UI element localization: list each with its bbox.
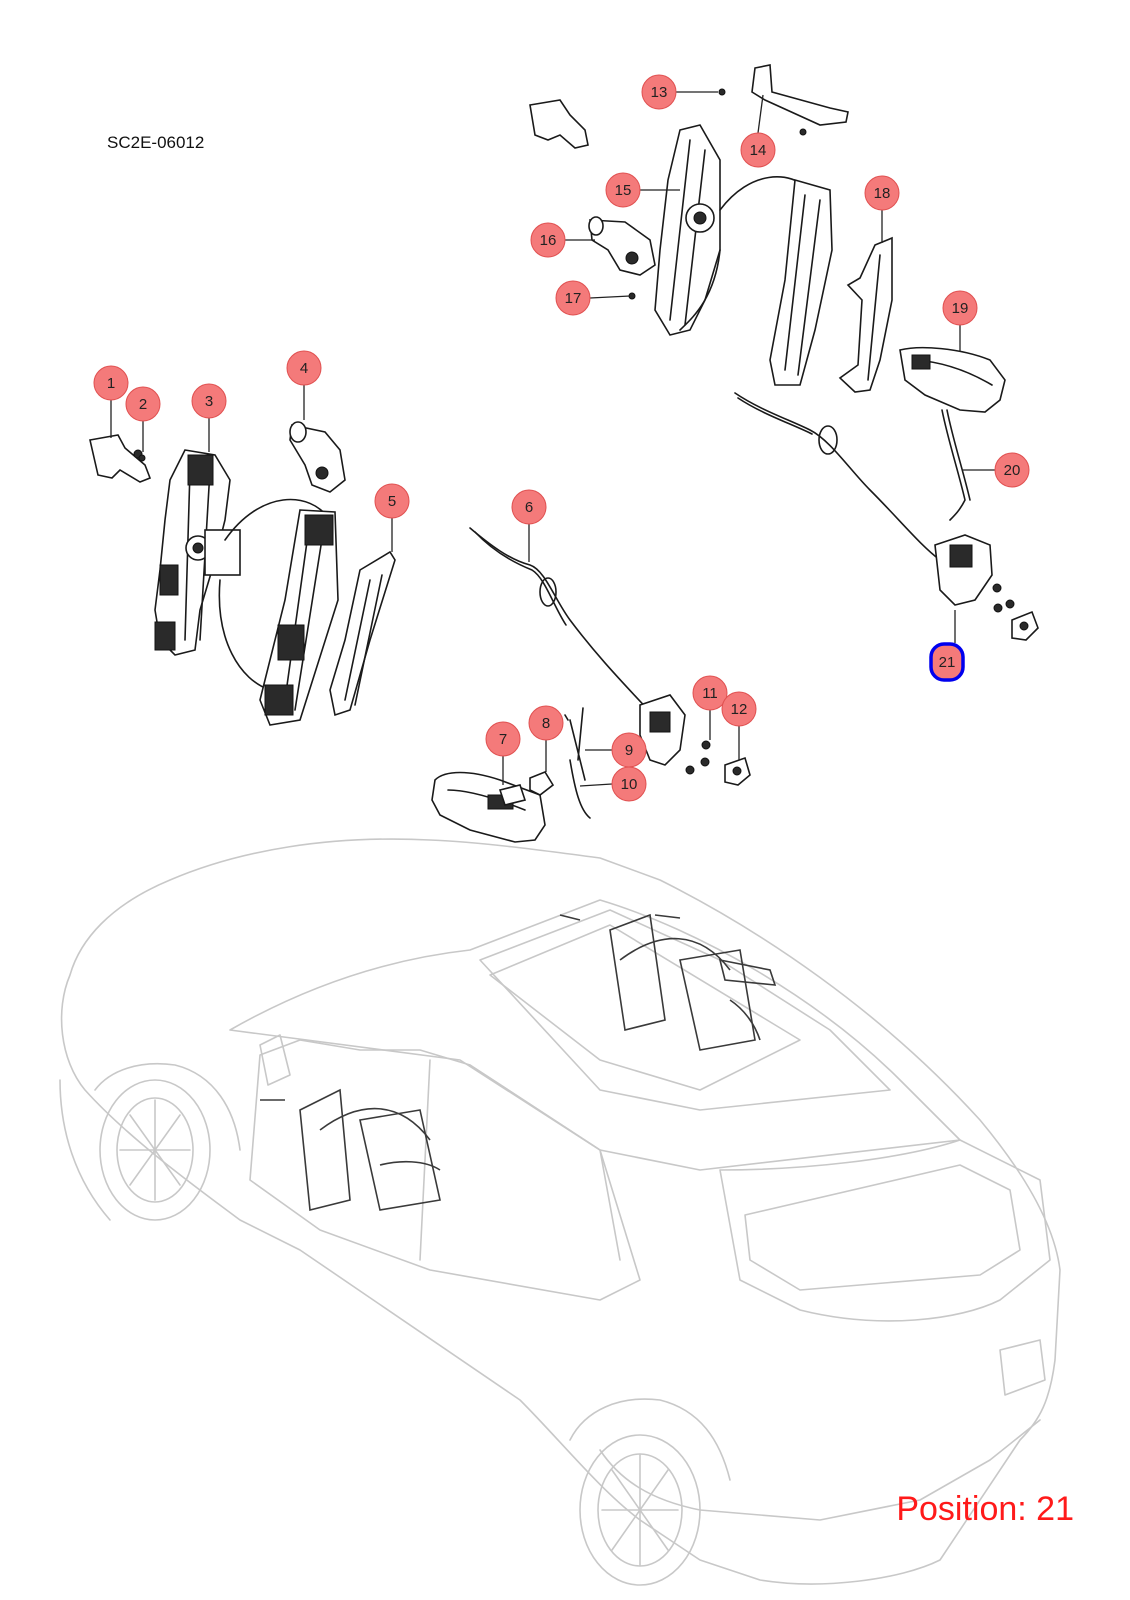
callout-label: 13 xyxy=(651,84,668,101)
callout-label: 5 xyxy=(388,493,396,510)
callout-12[interactable]: 12 xyxy=(721,691,757,727)
front-latch-parts xyxy=(431,527,751,843)
callout-label: 19 xyxy=(952,300,969,317)
callout-8[interactable]: 8 xyxy=(528,705,564,741)
callout-19[interactable]: 19 xyxy=(942,290,978,326)
callout-6[interactable]: 6 xyxy=(511,489,547,525)
callout-14[interactable]: 14 xyxy=(740,132,776,168)
callouts: 1 2 3 4 5 6 7 8 9 10 11 12 13 14 15 16 1… xyxy=(93,74,1030,802)
leader-lines xyxy=(110,91,995,787)
callout-label: 4 xyxy=(300,360,308,377)
callout-16[interactable]: 16 xyxy=(530,222,566,258)
callout-label: 14 xyxy=(750,142,767,159)
callout-label: 9 xyxy=(625,742,633,759)
callout-label: 21 xyxy=(939,654,956,671)
callout-label: 1 xyxy=(107,375,115,392)
callout-label: 8 xyxy=(542,715,550,732)
callout-label: 12 xyxy=(731,701,748,718)
callout-label: 15 xyxy=(615,182,632,199)
callout-2[interactable]: 2 xyxy=(125,386,161,422)
callout-10[interactable]: 10 xyxy=(611,766,647,802)
position-indicator: Position: 21 xyxy=(896,1490,1074,1528)
callout-label: 6 xyxy=(525,499,533,516)
callout-13[interactable]: 13 xyxy=(641,74,677,110)
callout-label: 11 xyxy=(702,685,718,702)
callout-17[interactable]: 17 xyxy=(555,280,591,316)
callout-label: 7 xyxy=(499,731,507,748)
callout-15[interactable]: 15 xyxy=(605,172,641,208)
diagram-code: SC2E-06012 xyxy=(107,133,205,152)
callout-label: 20 xyxy=(1004,462,1021,479)
callout-label: 16 xyxy=(540,232,557,249)
rear-door-parts xyxy=(529,64,1039,641)
callout-label: 3 xyxy=(205,393,213,410)
vehicle-outline xyxy=(59,838,1061,1586)
callout-11[interactable]: 11 xyxy=(692,675,728,711)
callout-20[interactable]: 20 xyxy=(994,452,1030,488)
callout-9[interactable]: 9 xyxy=(611,732,647,768)
callout-4[interactable]: 4 xyxy=(286,350,322,386)
callout-label: 17 xyxy=(565,290,582,307)
callout-18[interactable]: 18 xyxy=(864,175,900,211)
callout-label: 18 xyxy=(874,185,891,202)
callout-21-selected[interactable]: 21 xyxy=(929,642,965,682)
front-door-parts xyxy=(89,421,396,726)
callout-3[interactable]: 3 xyxy=(191,383,227,419)
callout-7[interactable]: 7 xyxy=(485,721,521,757)
callout-1[interactable]: 1 xyxy=(93,365,129,401)
callout-label: 2 xyxy=(139,396,147,413)
callout-5[interactable]: 5 xyxy=(374,483,410,519)
callout-label: 10 xyxy=(621,776,638,793)
